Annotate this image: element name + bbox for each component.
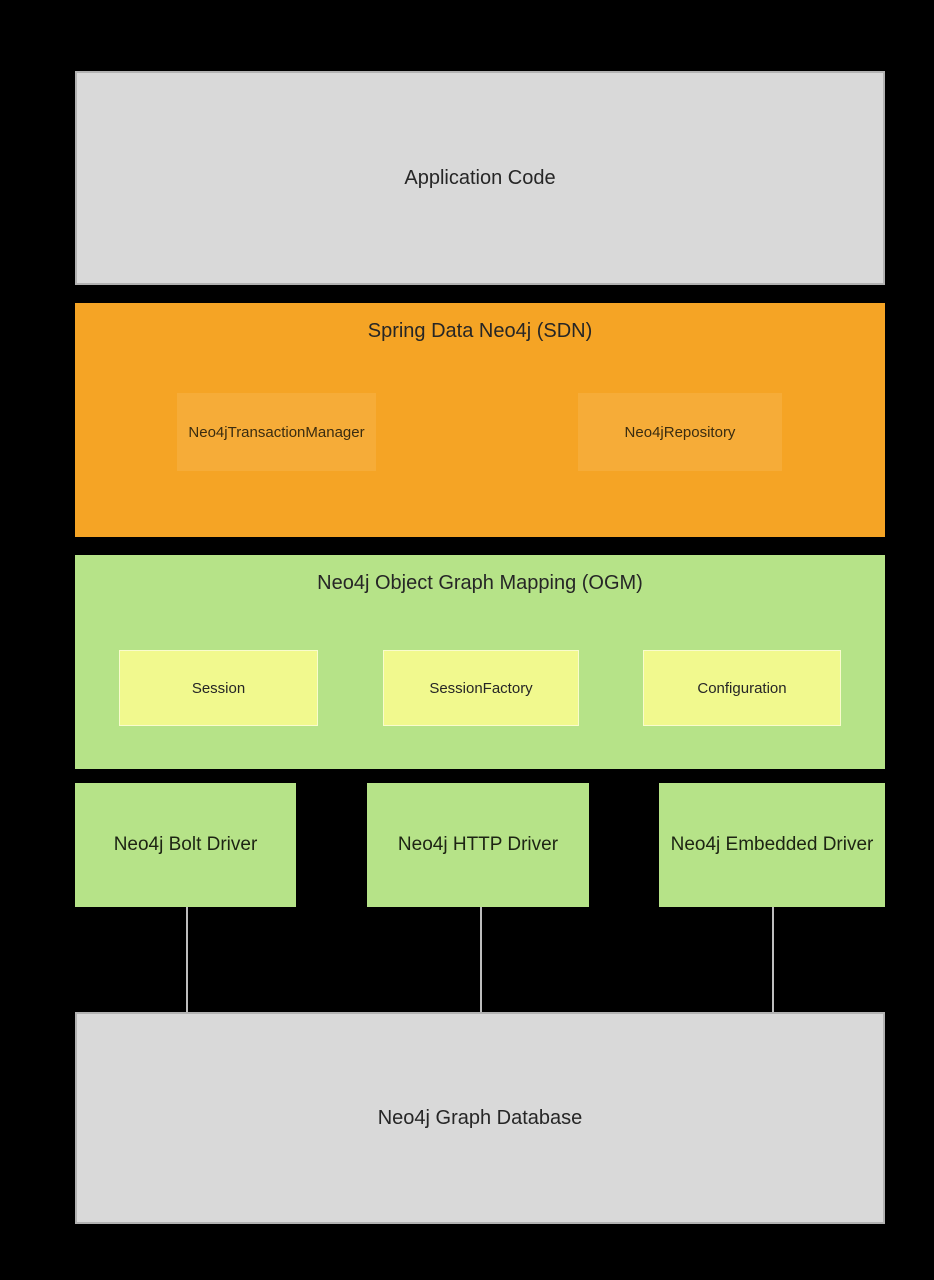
bolt-driver-connector-line xyxy=(186,907,188,1012)
neo4j-transaction-manager-box: Neo4jTransactionManager xyxy=(177,393,376,471)
configuration-label: Configuration xyxy=(697,679,787,697)
ogm-layer-title: Neo4j Object Graph Mapping (OGM) xyxy=(317,572,643,594)
session-label: Session xyxy=(191,679,246,697)
http-driver-box: Neo4j HTTP Driver xyxy=(367,783,589,907)
neo4j-repository-label: Neo4jRepository xyxy=(624,423,736,441)
session-factory-box: SessionFactory xyxy=(383,650,579,726)
graph-database-box: Neo4j Graph Database xyxy=(75,1012,885,1224)
bolt-driver-box: Neo4j Bolt Driver xyxy=(75,783,296,907)
ogm-layer-box: Neo4j Object Graph Mapping (OGM) Session… xyxy=(75,555,885,769)
session-box: Session xyxy=(119,650,318,726)
session-factory-label: SessionFactory xyxy=(429,679,533,697)
sdn-layer-title: Spring Data Neo4j (SDN) xyxy=(367,320,593,342)
embedded-driver-connector-line xyxy=(772,907,774,1012)
http-driver-label: Neo4j HTTP Driver xyxy=(397,834,559,855)
application-code-label: Application Code xyxy=(404,166,556,189)
embedded-driver-label: Neo4j Embedded Driver xyxy=(670,834,874,855)
neo4j-repository-box: Neo4jRepository xyxy=(578,393,782,471)
http-driver-connector-line xyxy=(480,907,482,1012)
embedded-driver-box: Neo4j Embedded Driver xyxy=(659,783,885,907)
graph-database-label: Neo4j Graph Database xyxy=(377,1106,583,1129)
bolt-driver-label: Neo4j Bolt Driver xyxy=(113,834,258,855)
sdn-layer-box: Spring Data Neo4j (SDN) Neo4jTransaction… xyxy=(75,303,885,537)
application-code-box: Application Code xyxy=(75,71,885,285)
neo4j-transaction-manager-label: Neo4jTransactionManager xyxy=(188,423,365,441)
configuration-box: Configuration xyxy=(643,650,841,726)
